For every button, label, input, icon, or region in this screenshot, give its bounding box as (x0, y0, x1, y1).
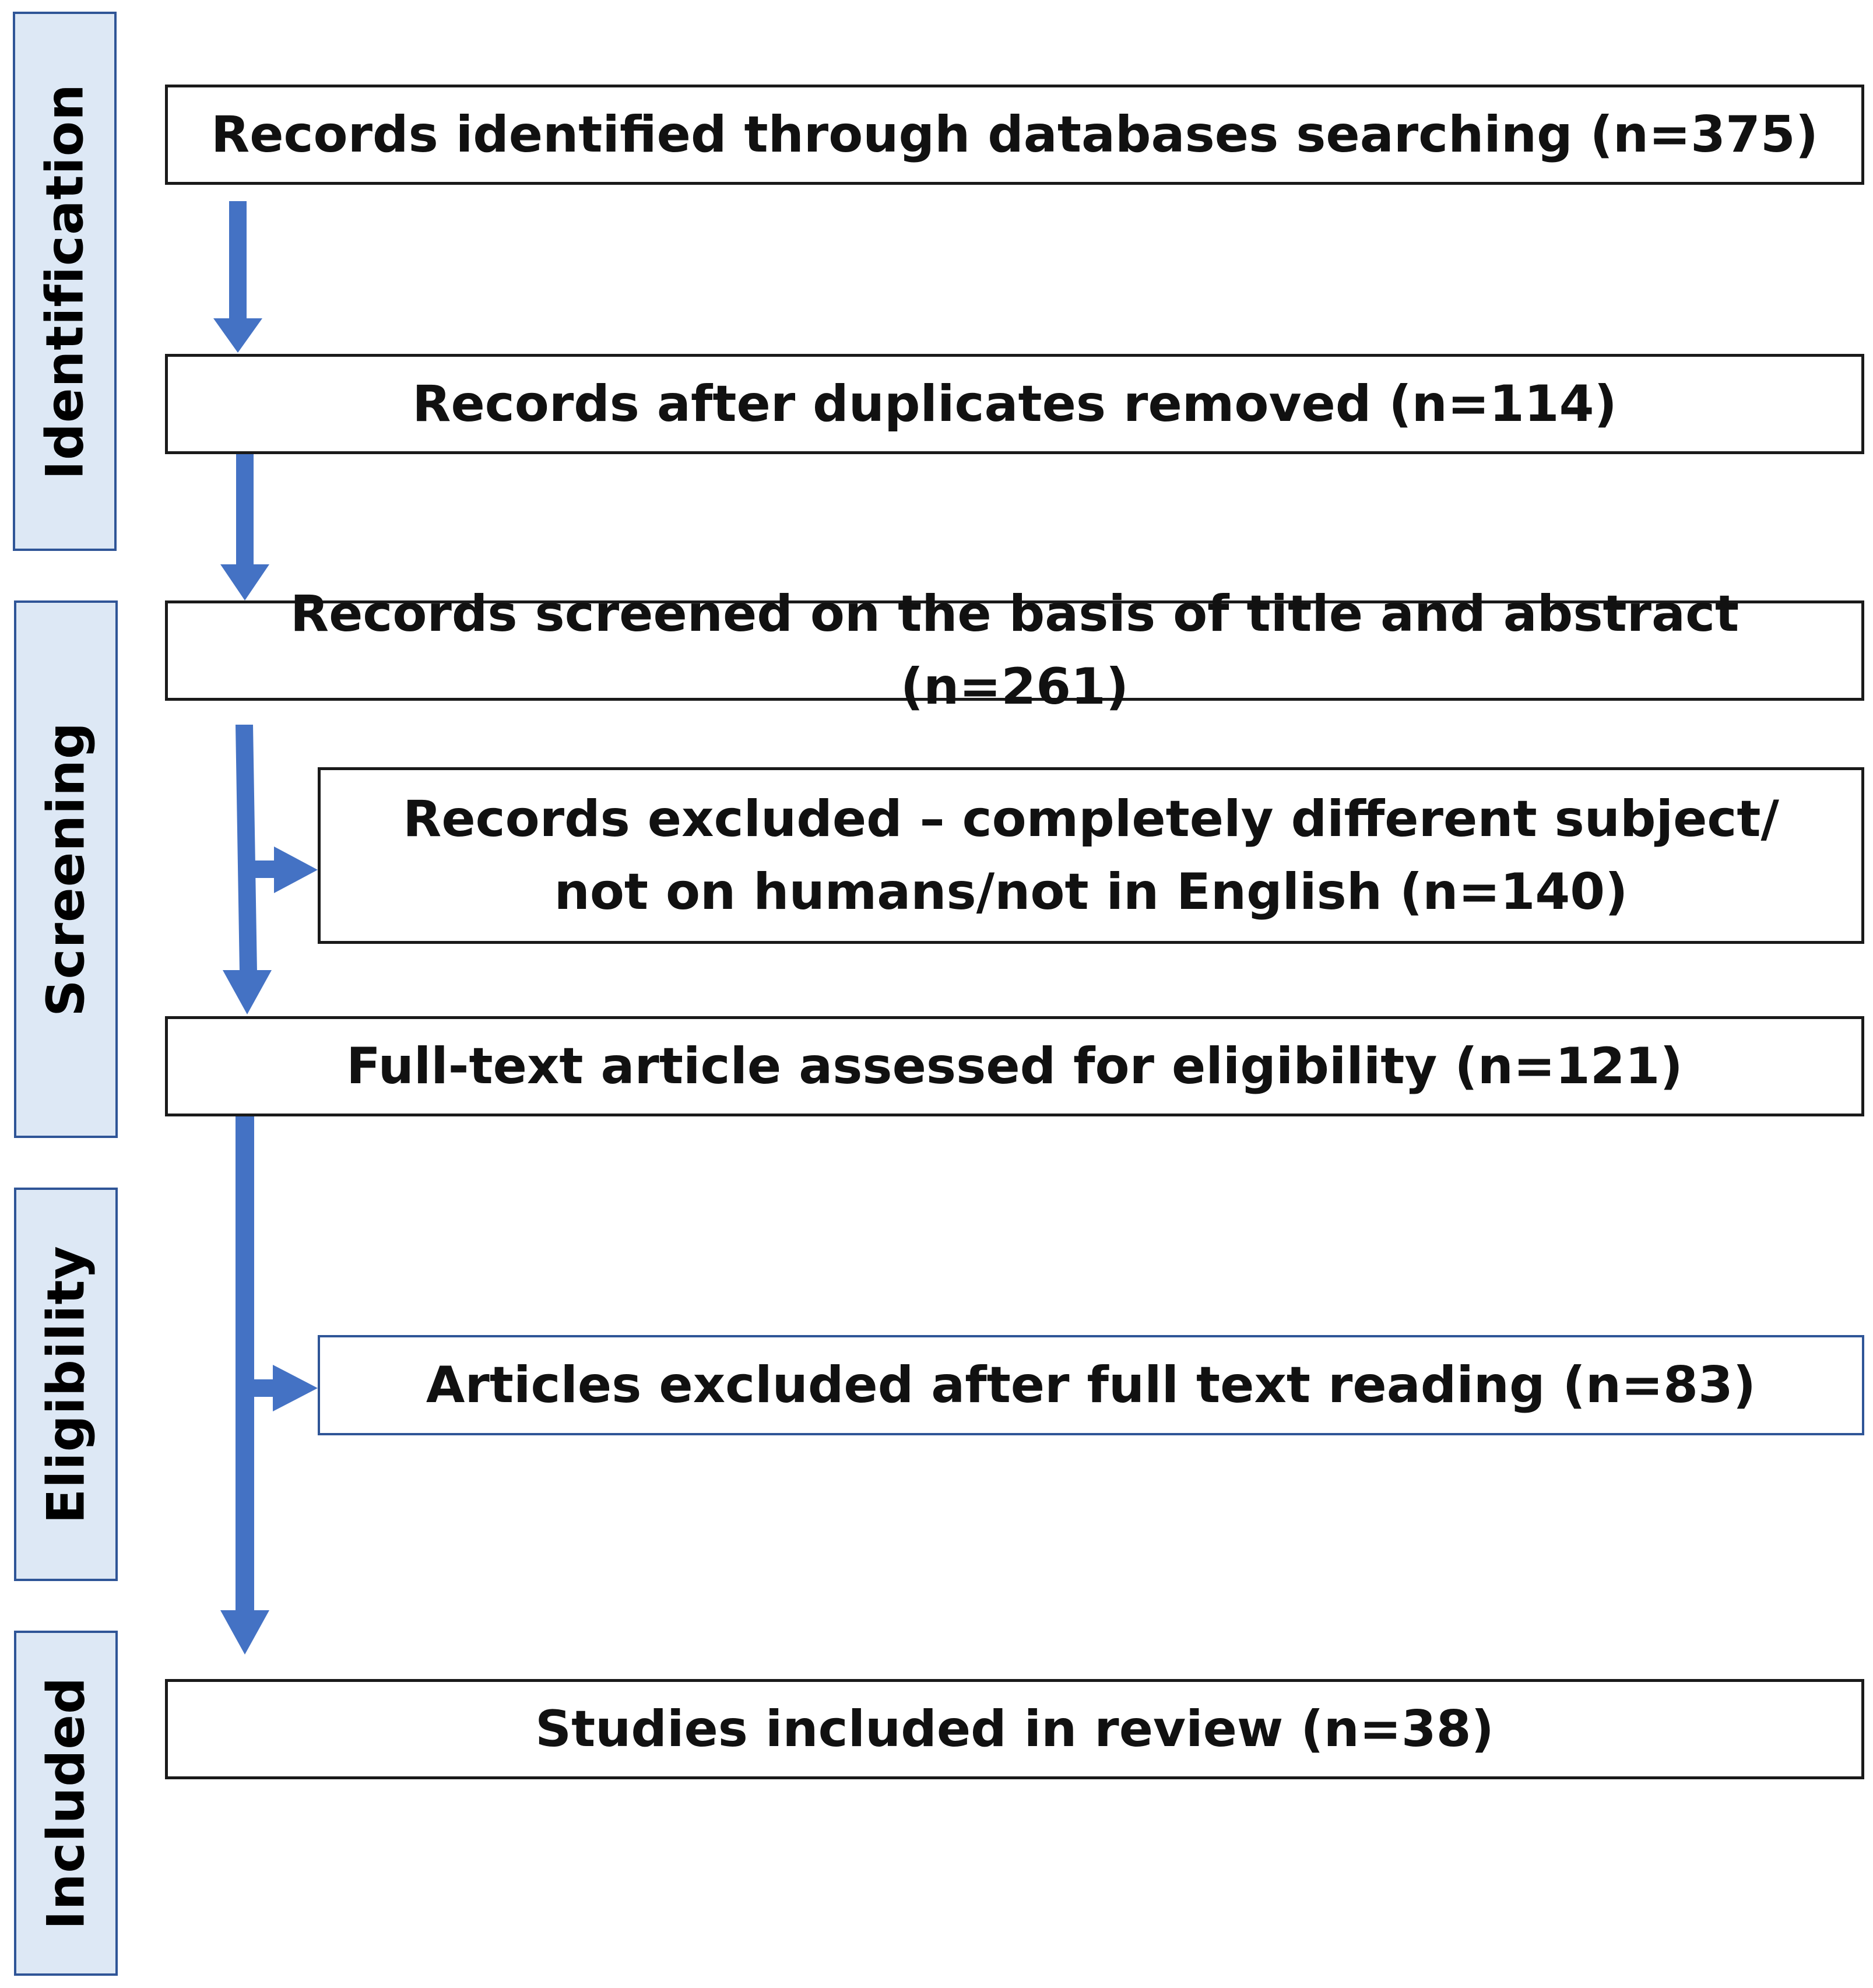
phase-screening: Screening (14, 600, 118, 1138)
arrow-shaft-1 (229, 201, 247, 321)
box-records-excluded-screening: Records excluded – completely different … (318, 767, 1864, 944)
box-articles-excluded-full-text: Articles excluded after full text readin… (318, 1335, 1864, 1435)
arrow-head-3 (223, 970, 272, 1014)
arrow-down-1 (213, 201, 262, 353)
arrow-branch-head-1 (274, 847, 318, 893)
box-records-after-duplicates-text: Records after duplicates removed (n=114) (412, 374, 1617, 433)
phase-included: Included (14, 1631, 118, 1976)
arrow-right-2 (254, 1365, 318, 1411)
arrow-down-4 (220, 1116, 269, 1655)
phase-identification: Identification (13, 12, 117, 551)
box-records-screened-text: Records screened on the basis of title a… (290, 585, 1740, 716)
arrow-down-3 (223, 725, 272, 1014)
arrow-head-2 (220, 564, 269, 600)
phase-eligibility: Eligibility (14, 1188, 118, 1581)
box-studies-included: Studies included in review (n=38) (165, 1679, 1864, 1779)
arrow-right-1 (254, 847, 318, 893)
box-articles-excluded-full-text-text: Articles excluded after full text readin… (426, 1355, 1756, 1414)
arrow-down-2 (220, 454, 269, 600)
arrow-shaft-2 (236, 454, 254, 566)
box-records-after-duplicates: Records after duplicates removed (n=114) (165, 354, 1864, 454)
box-studies-included-text: Studies included in review (n=38) (535, 1699, 1494, 1758)
arrow-branch-shaft-1 (254, 860, 277, 878)
box-records-screened: Records screened on the basis of title a… (165, 585, 1864, 716)
box-full-text-assessed-text: Full-text article assessed for eligibili… (346, 1037, 1683, 1095)
box-records-identified: Records identified through databases sea… (165, 85, 1864, 185)
box-records-identified-text: Records identified through databases sea… (211, 105, 1818, 164)
box-records-excluded-screening-text: Records excluded – completely different … (403, 789, 1779, 921)
arrow-shaft-4 (236, 1116, 254, 1612)
box-full-text-assessed: Full-text article assessed for eligibili… (165, 1016, 1864, 1116)
arrow-branch-shaft-2 (254, 1379, 275, 1397)
arrow-branch-head-2 (273, 1365, 318, 1411)
arrow-head-4 (220, 1610, 269, 1655)
arrow-head-1 (213, 318, 262, 353)
arrow-shaft-3 (236, 725, 257, 972)
